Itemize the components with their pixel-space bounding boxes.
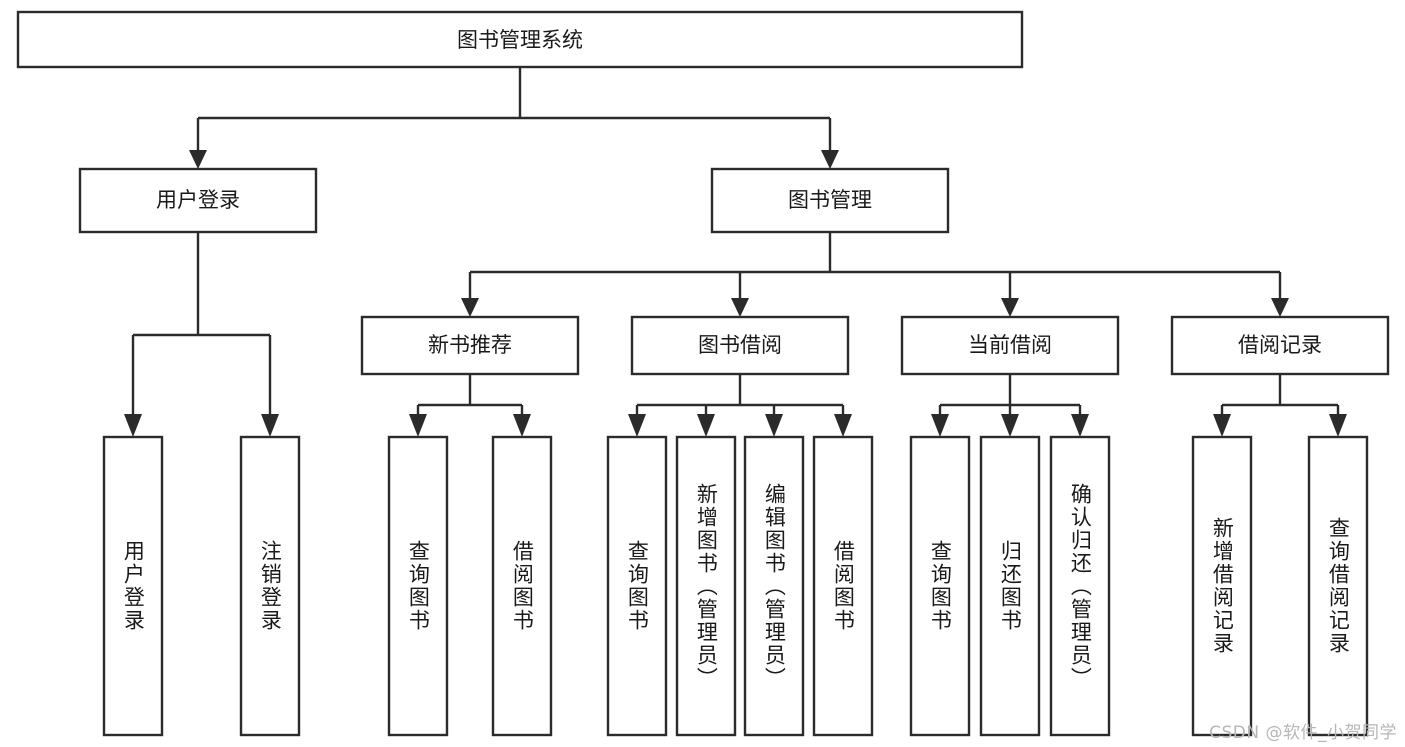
- node-label-current-borrow: 当前借阅: [968, 333, 1052, 357]
- arrow-newbook-leaf-1: [409, 414, 427, 437]
- arrow-userlogin-leaf-1: [124, 414, 142, 437]
- arrow-borrow-leaf-2: [697, 414, 715, 437]
- arrow-current-leaf-3: [1071, 414, 1089, 437]
- node-label-book-management: 图书管理: [788, 188, 872, 212]
- node-label-borrow-record: 借阅记录: [1238, 333, 1322, 357]
- leaf-box-logout-login[interactable]: [239, 435, 301, 737]
- node-box: [900, 315, 1120, 376]
- node-label-user-login: 用户登录: [156, 188, 240, 212]
- leaf-box-user-login[interactable]: [102, 435, 164, 737]
- arrow-record-leaf-2: [1329, 414, 1347, 437]
- arrow-borrow-leaf-3: [765, 414, 783, 437]
- node-label-book-borrow: 图书借阅: [698, 333, 782, 357]
- node-box: [710, 167, 950, 234]
- node-label-root: 图书管理系统: [457, 28, 583, 52]
- arrow-borrow-leaf-4: [834, 414, 852, 437]
- node-borrow-record[interactable]: 借阅记录: [1170, 315, 1390, 376]
- node-box: [1170, 315, 1390, 376]
- leaf-box-edit-book-admin[interactable]: [743, 435, 805, 737]
- node-label-new-book-recommend: 新书推荐: [428, 333, 512, 357]
- node-current-borrow[interactable]: 当前借阅: [900, 315, 1120, 376]
- leaf-box-query-record[interactable]: [1307, 435, 1369, 737]
- node-box: [16, 10, 1024, 69]
- leaf-box-query-book-3[interactable]: [909, 435, 971, 737]
- arrow-root-to-userlogin: [189, 150, 207, 169]
- node-book-borrow[interactable]: 图书借阅: [630, 315, 850, 376]
- node-user-login[interactable]: 用户登录: [78, 167, 318, 234]
- node-book-management[interactable]: 图书管理: [710, 167, 950, 234]
- leaf-boxes-group: [102, 435, 1369, 737]
- arrow-current-leaf-2: [1001, 414, 1019, 437]
- leaf-box-add-book-admin[interactable]: [675, 435, 737, 737]
- arrow-borrow-leaf-1: [628, 414, 646, 437]
- arrow-userlogin-leaf-2: [261, 414, 279, 437]
- node-box: [360, 315, 580, 376]
- node-box: [630, 315, 850, 376]
- arrow-bookmgmt-to-record: [1271, 298, 1289, 317]
- arrow-bookmgmt-to-borrow: [731, 298, 749, 317]
- connectors-group: [124, 67, 1347, 437]
- node-root-book-management-system[interactable]: 图书管理系统: [16, 10, 1024, 69]
- leaf-box-add-record[interactable]: [1191, 435, 1253, 737]
- node-new-book-recommend[interactable]: 新书推荐: [360, 315, 580, 376]
- watermark-text: CSDN @软件_小贺同学: [1209, 723, 1397, 743]
- arrow-bookmgmt-to-current: [1001, 298, 1019, 317]
- leaf-box-confirm-return[interactable]: [1049, 435, 1111, 737]
- leaf-box-borrow-book-2[interactable]: [812, 435, 874, 737]
- node-box: [78, 167, 318, 234]
- leaf-box-borrow-book-1[interactable]: [491, 435, 553, 737]
- arrow-newbook-leaf-2: [513, 414, 531, 437]
- arrow-current-leaf-1: [931, 414, 949, 437]
- arrow-bookmgmt-to-newbook: [461, 298, 479, 317]
- arrow-root-to-bookmgmt: [821, 150, 839, 169]
- leaf-box-query-book-2[interactable]: [606, 435, 668, 737]
- leaf-box-return-book[interactable]: [979, 435, 1041, 737]
- leaf-box-query-book-1[interactable]: [387, 435, 449, 737]
- arrow-record-leaf-1: [1213, 414, 1231, 437]
